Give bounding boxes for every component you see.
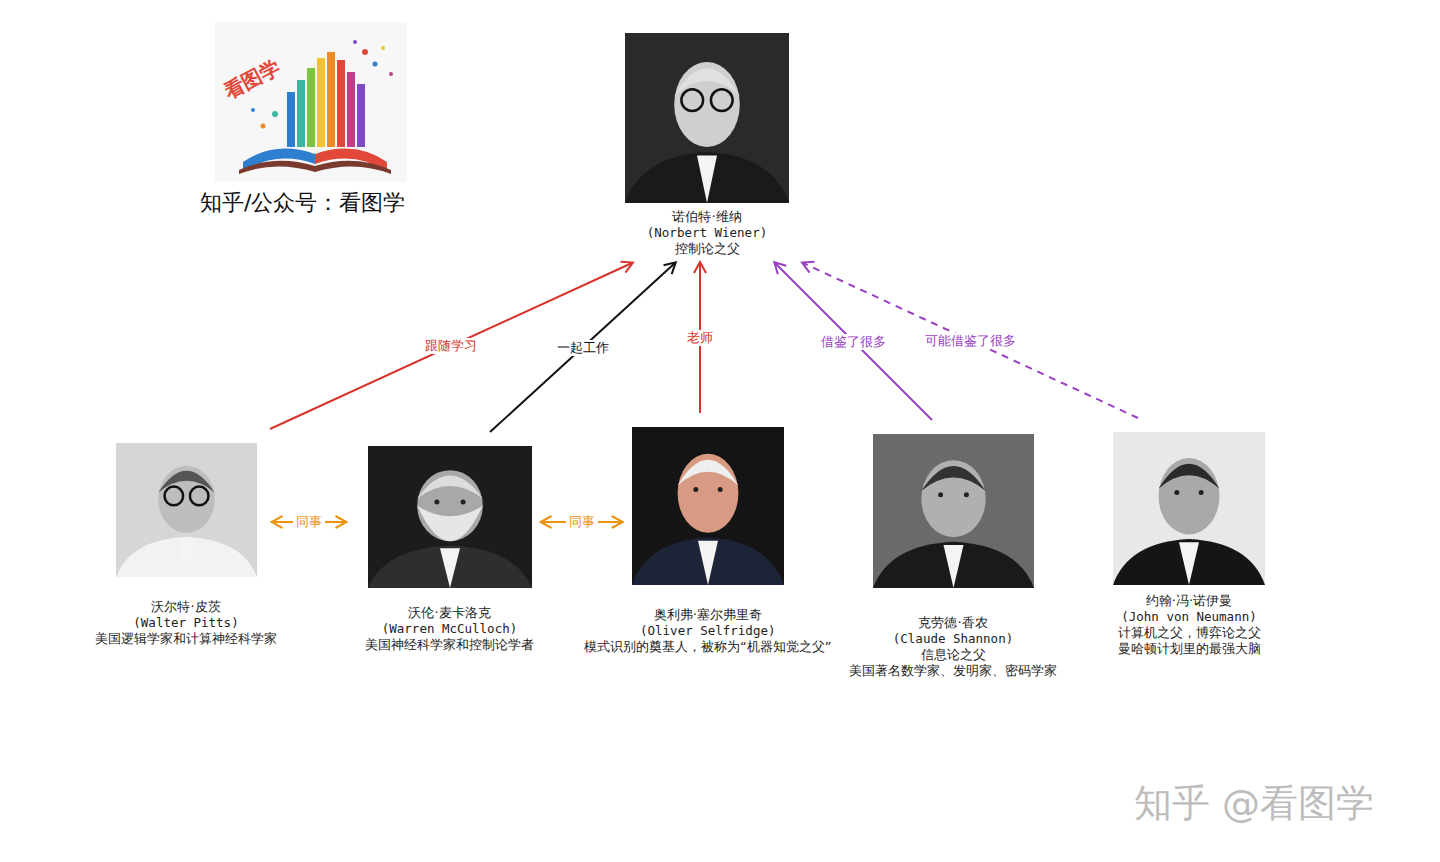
relation-label: 借鉴了很多 xyxy=(818,334,889,350)
relation-arrow xyxy=(270,263,632,429)
english-name: (Oliver Selfridge) xyxy=(640,623,775,639)
photo-ground xyxy=(625,33,789,203)
portrait-head xyxy=(674,62,740,147)
portrait-head xyxy=(1159,458,1220,535)
portrait-glasses xyxy=(711,89,733,111)
description: 曼哈顿计划里的最强大脑 xyxy=(1118,641,1261,657)
relation-arrow xyxy=(490,263,675,432)
logo-ground xyxy=(215,22,407,182)
portrait-eye xyxy=(963,492,968,497)
english-name: (Warren McCulloch) xyxy=(382,621,517,637)
logo-illustration xyxy=(215,22,407,182)
relation-label: 同事 xyxy=(566,514,598,530)
portrait-hair xyxy=(1159,464,1220,489)
person-node: 沃尔特·皮茨(Walter Pitts)美国逻辑学家和计算神经科学家 xyxy=(95,443,277,647)
chinese-name: 沃伦·麦卡洛克 xyxy=(408,605,490,621)
portrait-body xyxy=(625,152,789,203)
photo-ground xyxy=(632,427,784,585)
portrait-collar xyxy=(943,545,963,588)
person-node: 诺伯特·维纳(Norbert Wiener)控制论之父 xyxy=(625,33,789,257)
portrait-photo xyxy=(1113,432,1265,585)
portrait-head xyxy=(158,466,214,533)
photo-frame xyxy=(1113,432,1265,585)
portrait-collar xyxy=(176,539,196,577)
portrait-body xyxy=(873,542,1034,588)
photo-ground xyxy=(116,443,257,577)
chinese-name: 沃尔特·皮茨 xyxy=(151,599,220,615)
portrait-photo xyxy=(873,434,1034,588)
relation-label: 老师 xyxy=(684,330,716,346)
portrait-photo xyxy=(116,443,257,577)
portrait-collar xyxy=(440,548,460,588)
portrait-collar xyxy=(697,155,717,203)
portrait-eye xyxy=(1199,490,1204,495)
description: 美国逻辑学家和计算神经科学家 xyxy=(95,631,277,647)
person-node: 沃伦·麦卡洛克(Warren McCulloch)美国神经科学家和控制论学者 xyxy=(365,446,534,653)
description: 信息论之父 xyxy=(921,647,986,663)
portrait-photo xyxy=(632,427,784,585)
portrait-eye xyxy=(717,487,722,492)
chinese-name: 克劳德·香农 xyxy=(918,615,987,631)
portrait-collar xyxy=(698,541,718,585)
relation-label: 同事 xyxy=(293,514,325,530)
photo-frame xyxy=(368,446,532,588)
portrait-head xyxy=(417,470,483,541)
logo-book xyxy=(239,149,391,174)
description: 美国著名数学家、发明家、密码学家 xyxy=(849,663,1057,679)
portrait-eye xyxy=(938,492,943,497)
portrait-head xyxy=(921,460,985,537)
photo-ground xyxy=(368,446,532,588)
person-node: 克劳德·香农(Claude Shannon)信息论之父美国著名数学家、发明家、密… xyxy=(849,434,1057,679)
portrait-head xyxy=(677,454,738,533)
english-name: (Claude Shannon) xyxy=(893,631,1013,647)
chinese-name: 奥利弗·塞尔弗里奇 xyxy=(654,607,762,623)
account-caption: 知乎/公众号：看图学 xyxy=(200,188,405,218)
description: 控制论之父 xyxy=(675,241,740,257)
description: 美国神经科学家和控制论学者 xyxy=(365,637,534,653)
relation-label: 跟随学习 xyxy=(422,338,480,354)
portrait-eye xyxy=(460,500,465,505)
watermark: 知乎 @看图学 xyxy=(1134,778,1374,829)
portrait-body xyxy=(368,545,532,588)
portrait-body xyxy=(116,537,257,577)
portrait-eye xyxy=(1174,490,1179,495)
portrait-body xyxy=(1113,539,1265,585)
portrait-photo xyxy=(368,446,532,588)
photo-frame xyxy=(632,427,784,585)
photo-ground xyxy=(873,434,1034,588)
portrait-hair xyxy=(677,460,738,486)
person-node: 奥利弗·塞尔弗里奇(Oliver Selfridge)模式识别的奠基人，被称为“… xyxy=(584,427,831,655)
description: 计算机之父，博弈论之父 xyxy=(1118,625,1261,641)
portrait-beard xyxy=(417,506,483,542)
portrait-glasses xyxy=(164,487,183,506)
person-node: 约翰·冯·诺伊曼(John von Neumann)计算机之父，博弈论之父曼哈顿… xyxy=(1113,432,1265,657)
chinese-name: 约翰·冯·诺伊曼 xyxy=(1146,593,1232,609)
chinese-name: 诺伯特·维纳 xyxy=(672,209,741,225)
english-name: (Norbert Wiener) xyxy=(647,225,767,241)
logo-dots xyxy=(251,40,393,129)
portrait-hair xyxy=(921,466,985,491)
description: 模式识别的奠基人，被称为“机器知觉之父” xyxy=(584,639,831,655)
english-name: (John von Neumann) xyxy=(1121,609,1256,625)
photo-frame xyxy=(625,33,789,203)
relation-label: 可能借鉴了很多 xyxy=(922,333,1019,349)
relation-arrow xyxy=(803,263,1138,418)
photo-frame xyxy=(873,434,1034,588)
relation-label: 一起工作 xyxy=(554,340,612,356)
portrait-glasses xyxy=(681,89,703,111)
portrait-photo xyxy=(625,33,789,203)
logo-bars xyxy=(287,52,365,147)
english-name: (Walter Pitts) xyxy=(133,615,238,631)
photo-ground xyxy=(1113,432,1265,585)
portrait-body xyxy=(632,538,784,585)
portrait-hair xyxy=(417,475,483,498)
portrait-eye xyxy=(434,500,439,505)
photo-frame xyxy=(116,443,257,577)
portrait-collar xyxy=(1179,542,1199,585)
portrait-glasses xyxy=(189,487,208,506)
portrait-eye xyxy=(693,487,698,492)
